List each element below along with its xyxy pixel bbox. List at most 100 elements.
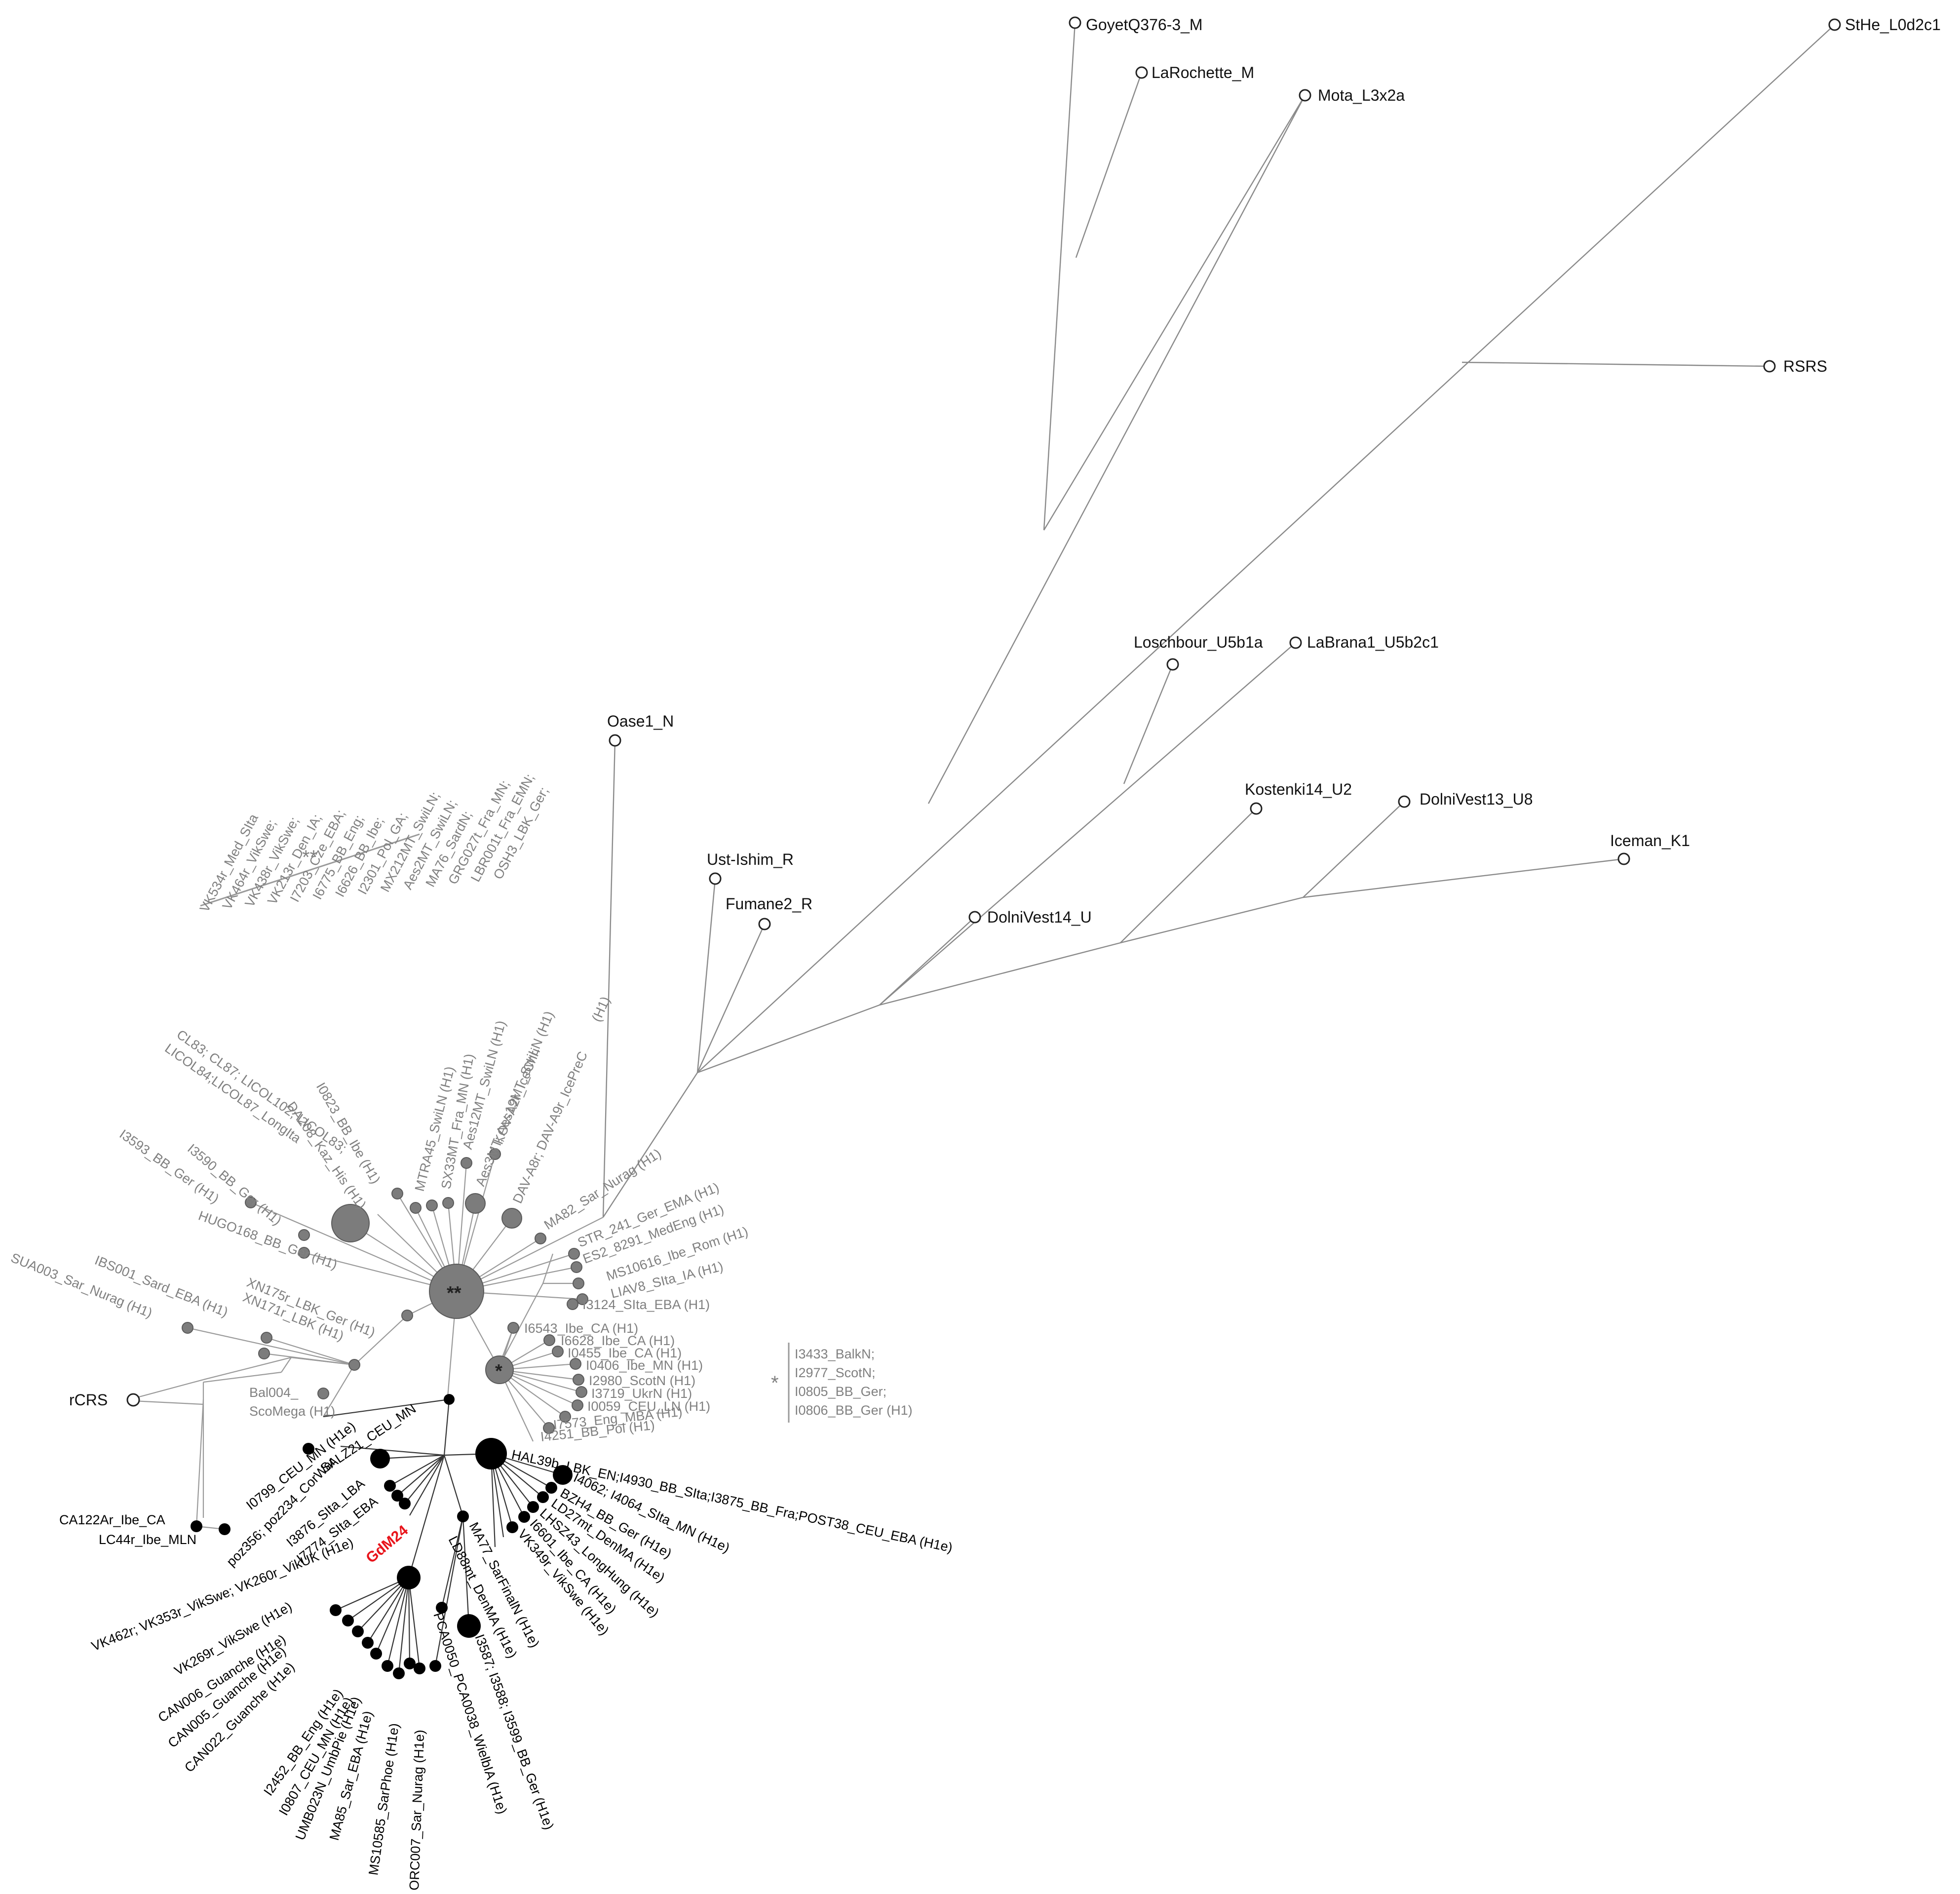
star1-item: I2977_ScotN; [795,1365,876,1380]
h1-node-xn171 [258,1348,270,1359]
edge-loschbour [1123,664,1174,784]
h1-node-aes12 [461,1157,472,1169]
h1e-node-vk462 [397,1566,421,1589]
h1e-node-i0807 [370,1648,382,1660]
label-gdm24: GdM24 [363,1522,411,1567]
h1-star2-node [429,1264,484,1319]
h1e-node-can022 [352,1625,364,1637]
label-licol84: LICOL84;LICOL87_LongIta [162,1041,304,1146]
label-sthe: StHe_L0d2c1 [1845,16,1941,34]
h1e-labels: CA122Ar_Ibe_CA LC44r_Ibe_MLN I0799_CEU_M… [59,1401,954,1891]
label-i0059: I0059_CEU_LN (H1) [587,1399,710,1414]
edge-iceman [879,858,1624,1006]
h1-node-i0455 [552,1346,564,1357]
label-i0406: I0406_Ibe_MN (H1) [586,1358,703,1373]
h1e-node-i4062 [553,1465,573,1485]
star2-legend-list: VK534r_Med_SIta VK464r_VikSwe; VK438r_Vi… [197,772,552,915]
label-ca122: CA122Ar_Ibe_CA [59,1512,165,1527]
h1-node-i6543 [507,1322,519,1334]
label-ustishim: Ust-Ishim_R [707,850,794,868]
edge-kostenki [1120,808,1257,943]
edge-dolni13 [1303,801,1405,898]
node-rsrs [1763,360,1776,373]
label-dav-h1: (H1) [589,994,613,1024]
h1-node-es2 [571,1261,582,1273]
h1-node-aes3 [465,1193,486,1214]
edge-rsrs [1461,361,1770,367]
h1-node-subjunction [401,1310,413,1321]
label-ms10585: MS10585_SarPhoe (H1e) [366,1722,402,1876]
h1e-node-i3587 [436,1602,448,1614]
h1-node-bal004 [317,1388,329,1399]
h1-node-ibs001 [348,1359,360,1371]
h1-star1-node [485,1355,514,1384]
h1-node-i3124 [567,1298,578,1310]
h1-star2-mark: ** [447,1283,461,1304]
star1-item: I0805_BB_Ger; [795,1384,886,1399]
label-bal004-b: ScoMega (H1) [249,1404,335,1419]
label-sua003: SUA003_Sar_Nurag (H1) [9,1250,154,1321]
edge-oase [602,740,616,1218]
star1-legend-mark: * [771,1372,779,1394]
h1-labels: CL83; CL87; LICOL102; LICOL83; LICOL84;L… [9,994,750,1444]
h1e-node-i7774 [399,1498,411,1509]
h1-star1-mark: * [495,1361,502,1382]
h1-node-i7573 [559,1411,571,1423]
h1e-nodes [191,1394,573,1679]
h1-node-i0823 [410,1202,422,1214]
node-labrana [1289,636,1302,649]
h1e-node-ma77 [457,1510,469,1522]
h1-node-sx33 [442,1197,454,1209]
label-kostenki: Kostenki14_U2 [1245,780,1352,798]
h1-node-cl83 [331,1204,370,1242]
h1-left-edges [133,1315,408,1530]
h1e-node-lhsz43 [527,1501,539,1513]
h1e-node-can005 [342,1615,354,1626]
h1-node-kov [489,1148,501,1160]
label-oase: Oase1_N [607,712,674,730]
h1-node-i3593 [245,1197,257,1208]
label-i2980: I2980_ScotN (H1) [589,1373,695,1388]
label-dolni13: DolniVest13_U8 [1420,790,1533,808]
h1-node-dav [501,1208,522,1229]
star1-legend: * I3433_BalkN; I2977_ScotN; I0805_BB_Ger… [771,1343,913,1423]
network-edges [133,22,1835,1674]
node-kostenki [1250,802,1263,815]
h1-node-ma82 [535,1233,546,1244]
star2-legend: ** VK534r_Med_SIta VK464r_VikSwe; VK438r… [197,772,552,915]
edge-mota [1043,95,1306,531]
h1e-node-umb [382,1660,393,1672]
label-lc44: LC44r_Ibe_MLN [99,1532,196,1547]
h1-node-mtra45 [426,1199,438,1211]
h1e-node-orc007 [414,1662,425,1674]
edge-dolni14 [879,917,975,1005]
h1e-node-i2452 [362,1637,374,1649]
h1-node-str241 [568,1248,580,1260]
h1e-node-can006 [330,1604,342,1616]
node-fumane [758,918,771,930]
label-mota: Mota_L3x2a [1318,86,1405,104]
edge-neanderthal-branch [927,95,1306,804]
label-iceman: Iceman_K1 [1610,832,1690,850]
star1-item: I0806_BB_Ger (H1) [795,1403,913,1418]
h1e-node-ma85 [393,1667,405,1679]
label-rcrs: rCRS [69,1391,108,1409]
h1e-node-i6601 [518,1511,530,1523]
label-i3719: I3719_UkrN (H1) [591,1386,692,1401]
h1-node-i2980 [573,1374,584,1386]
h1-node-da208 [391,1188,403,1199]
h1-nodes: ** * [182,1148,588,1434]
h1e-node-poz [384,1480,396,1492]
node-dolni14 [968,911,981,924]
node-loschbour [1166,658,1179,671]
edge-main-stem [602,1072,698,1218]
h1-star-spokes [250,1154,604,1397]
label-i0455: I0455_Ibe_CA (H1) [568,1346,682,1360]
h1-node-sua003 [182,1322,193,1334]
h1e-node-i0799 [303,1443,314,1455]
h1-node-hugo [298,1247,310,1259]
label-i3587: I3587; I3588; I3599_BB_Ger (H1e) [472,1632,556,1832]
label-ibs001: IBS001_Sard_EBA (H1) [93,1253,230,1320]
outgroup-nodes: GoyetQ376-3_M LaRochette_M Mota_L3x2a St… [69,16,1941,1409]
